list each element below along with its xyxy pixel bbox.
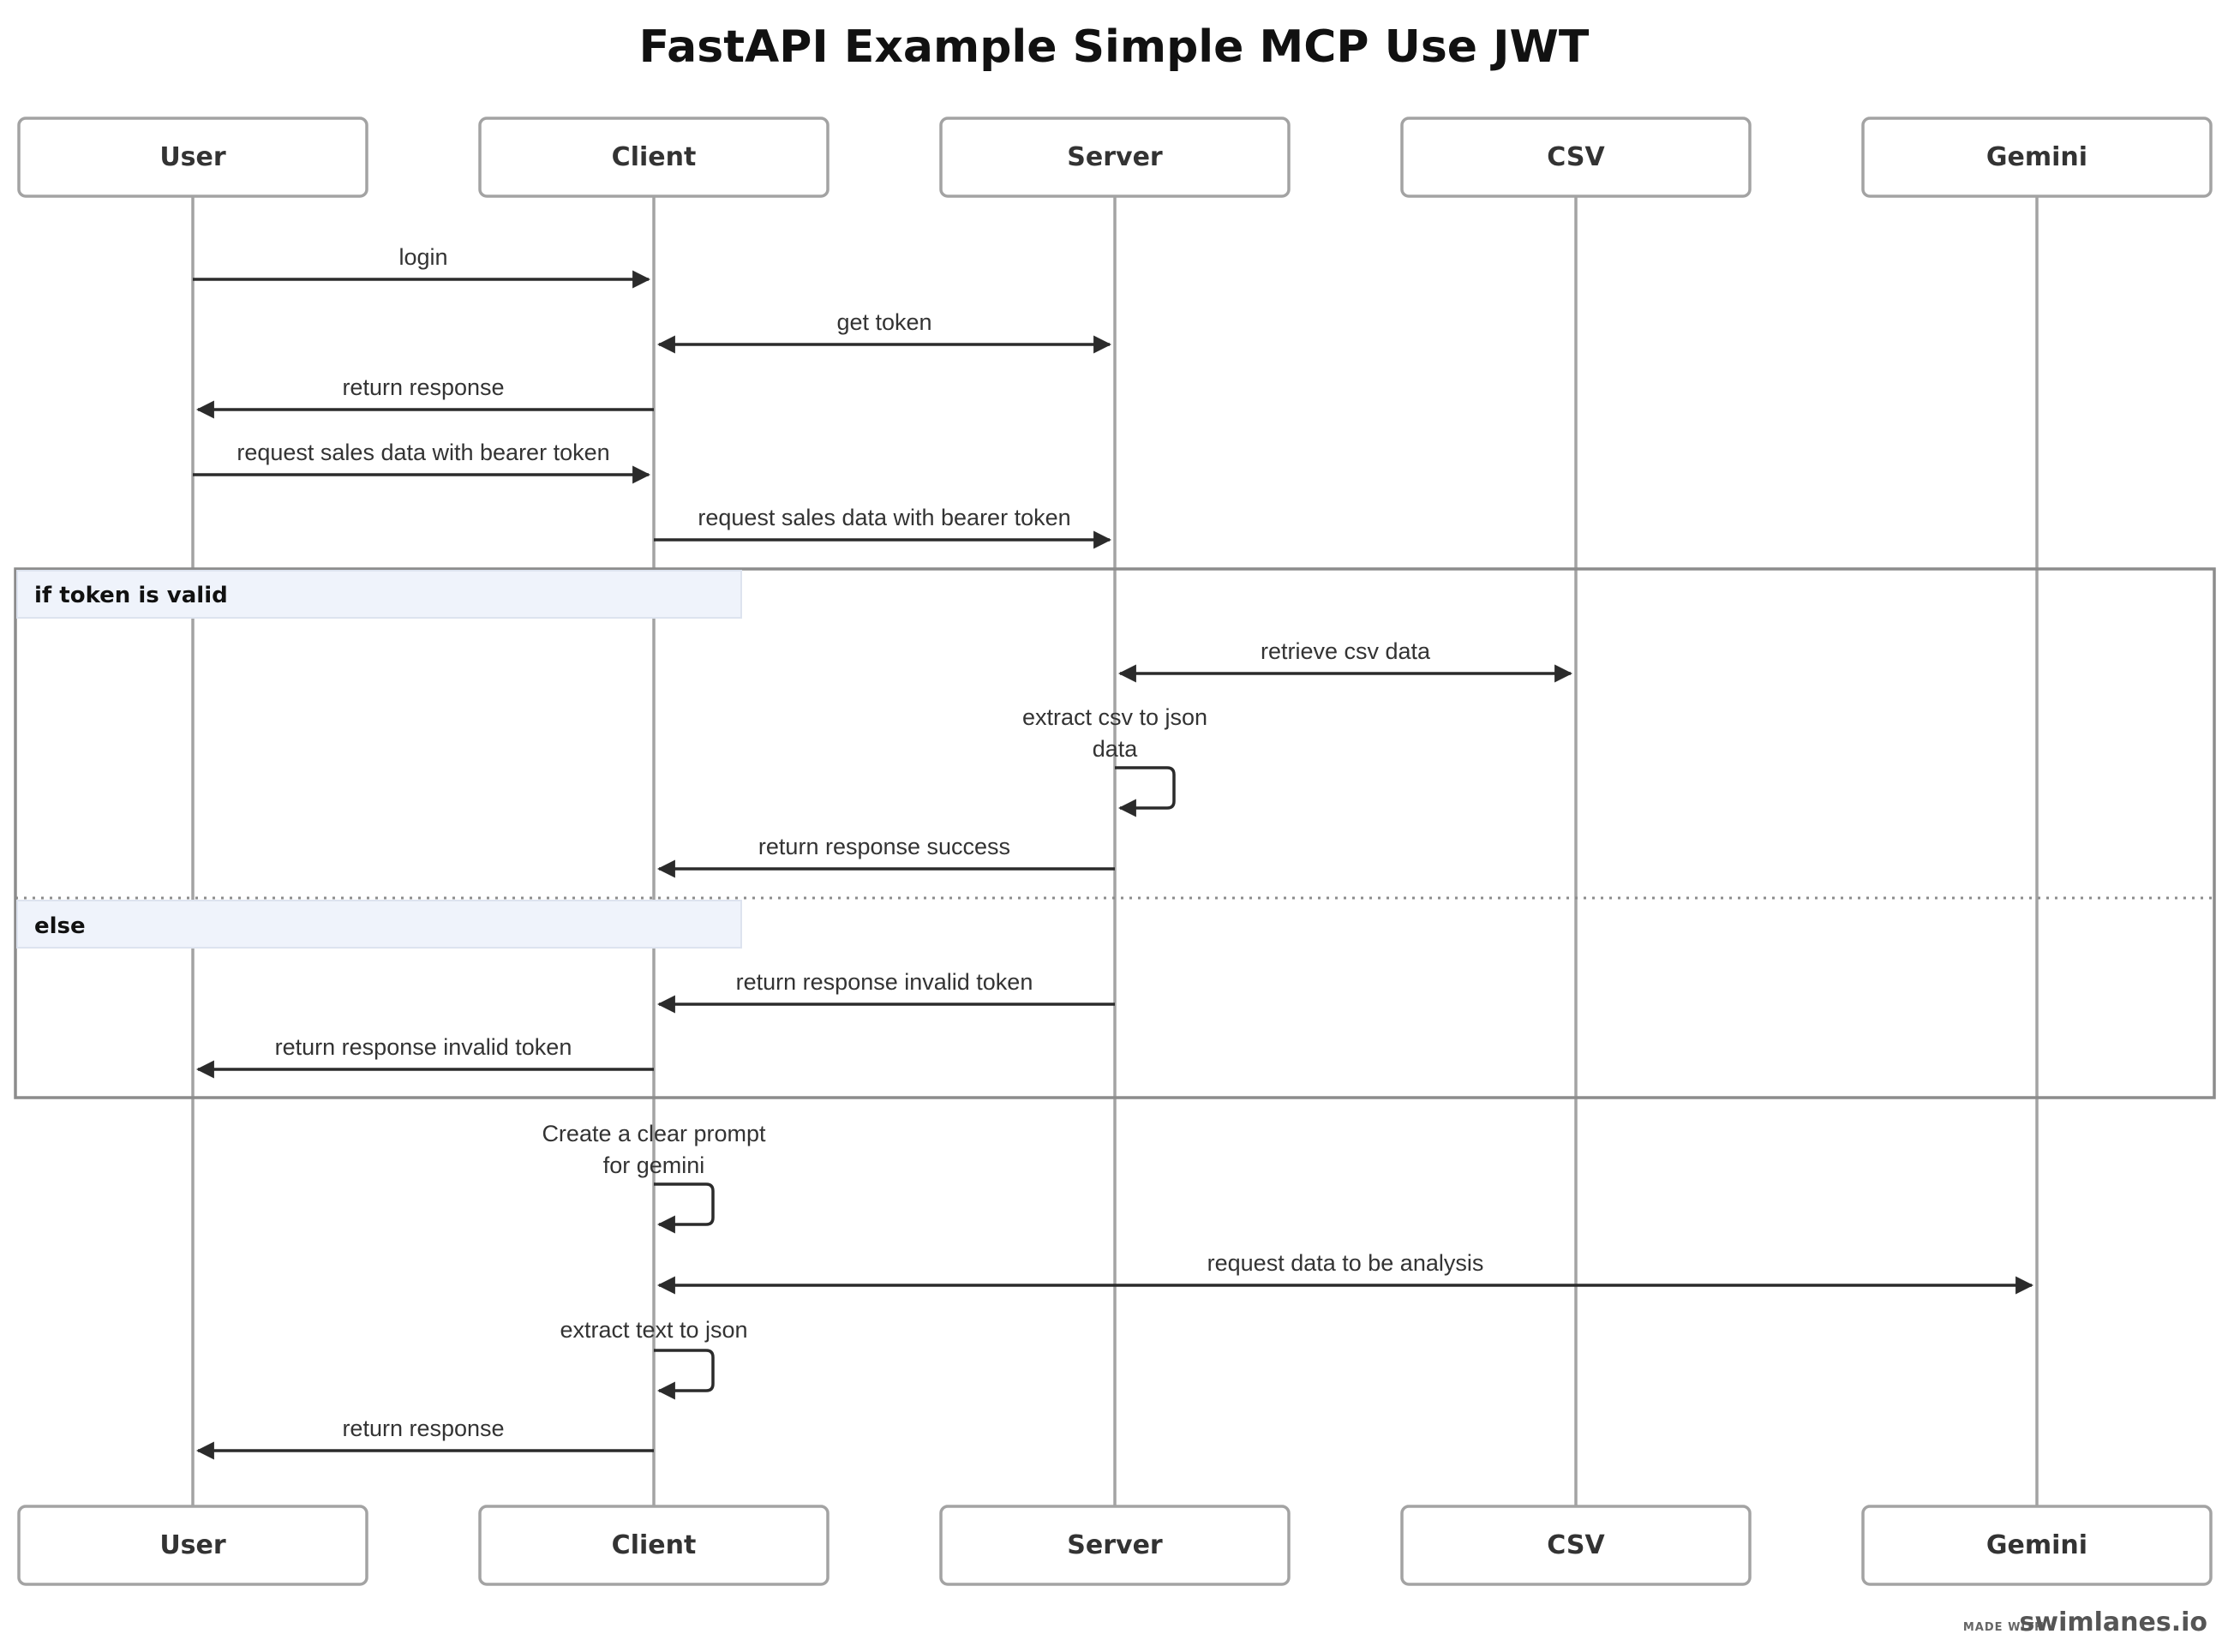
message: request sales data with bearer token (654, 505, 1112, 549)
message-label: extract csv to json (1022, 704, 1207, 730)
message: login (193, 244, 651, 289)
fragment-else-tab (16, 900, 742, 949)
message-arrow (1115, 766, 1176, 817)
fragment-frame (14, 567, 2216, 1099)
message-label: return response (342, 1416, 504, 1441)
actor-label: Server (1067, 1530, 1163, 1560)
self-message: Create a clear prompt for gemini (542, 1121, 766, 1234)
message-label: return response success (758, 834, 1010, 859)
message-label: data (1093, 736, 1139, 762)
actors-top: User Client Server CSV Gemini (17, 117, 2213, 198)
message-label: Create a clear prompt (542, 1121, 766, 1146)
message: return response success (656, 834, 1115, 878)
actor-gemini-bottom[interactable]: Gemini (1861, 1505, 2213, 1586)
message: get token (656, 309, 1112, 354)
actor-label: User (159, 1530, 226, 1560)
actor-server[interactable]: Server (939, 117, 1291, 198)
actor-user[interactable]: User (17, 117, 368, 198)
message-label: return response invalid token (275, 1034, 572, 1060)
message-label: request sales data with bearer token (698, 505, 1070, 530)
message: return response invalid token (656, 969, 1115, 1014)
message-label: return response invalid token (736, 969, 1033, 995)
actor-label: CSV (1547, 142, 1605, 172)
message: request sales data with bearer token (193, 440, 651, 484)
self-message: extract text to json (560, 1317, 748, 1400)
message-label: request sales data with bearer token (237, 440, 609, 465)
message: request data to be analysis (656, 1250, 2034, 1295)
actor-client-bottom[interactable]: Client (478, 1505, 830, 1586)
message: return response invalid token (195, 1034, 654, 1079)
actor-label: CSV (1547, 1530, 1605, 1560)
self-message: extract csv to json data (1022, 704, 1207, 817)
watermark-small: MADE WITH (1963, 1621, 2045, 1634)
fragment-else-label: else (34, 913, 86, 939)
actor-label: Gemini (1986, 142, 2087, 172)
actor-csv[interactable]: CSV (1400, 117, 1752, 198)
actor-label: User (159, 142, 226, 172)
message: retrieve csv data (1117, 638, 1573, 683)
fragment-if-tab (16, 570, 742, 619)
message-label: return response (342, 374, 504, 400)
alt-fragment: if token is valid else (14, 567, 2216, 1099)
actor-label: Gemini (1986, 1530, 2087, 1560)
message-label: get token (836, 309, 931, 335)
message-label: retrieve csv data (1261, 638, 1431, 664)
diagram-title: FastAPI Example Simple MCP Use JWT (639, 21, 1590, 73)
message: return response (195, 374, 654, 419)
actor-gemini[interactable]: Gemini (1861, 117, 2213, 198)
watermark[interactable]: MADE WITH swimlanes.io (1963, 1607, 2207, 1637)
actor-server-bottom[interactable]: Server (939, 1505, 1291, 1586)
actor-client[interactable]: Client (478, 117, 830, 198)
message-label: login (398, 244, 447, 270)
message-label: request data to be analysis (1207, 1250, 1484, 1276)
actor-label: Client (612, 142, 697, 172)
message-label: extract text to json (560, 1317, 747, 1343)
message-arrow (654, 1182, 715, 1234)
watermark-brand: swimlanes.io (2020, 1607, 2208, 1637)
fragment-if-label: if token is valid (34, 583, 228, 608)
message-label: for gemini (603, 1152, 705, 1178)
message: return response (195, 1416, 654, 1460)
message-arrow (654, 1349, 715, 1400)
actor-csv-bottom[interactable]: CSV (1400, 1505, 1752, 1586)
actor-user-bottom[interactable]: User (17, 1505, 368, 1586)
actor-label: Server (1067, 142, 1163, 172)
actor-label: Client (612, 1530, 697, 1560)
messages: login get token return response request … (193, 244, 2034, 1460)
actors-bottom: User Client Server CSV Gemini (17, 1505, 2213, 1586)
